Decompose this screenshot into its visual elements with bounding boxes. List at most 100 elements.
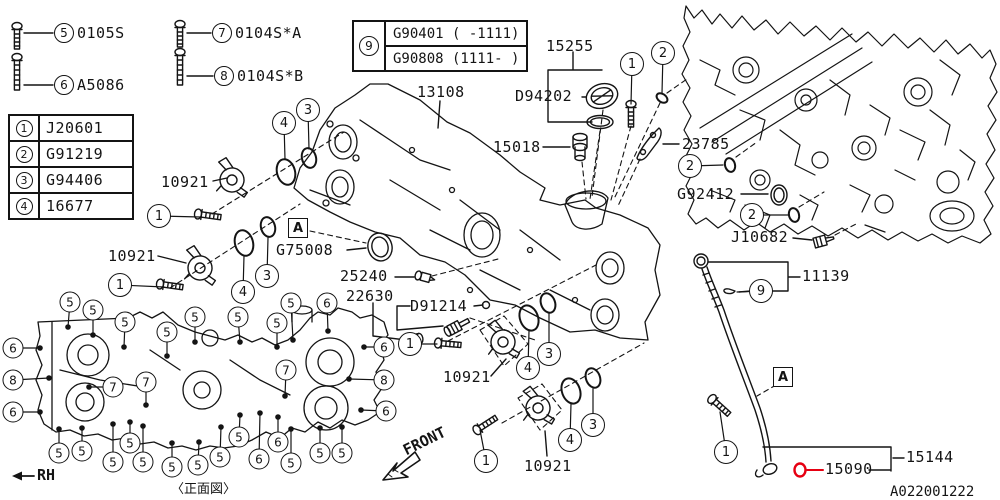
part-label-g92412: G92412 bbox=[677, 185, 735, 203]
front-arrow-icon bbox=[382, 451, 421, 481]
callout-5: 5 bbox=[114, 311, 136, 333]
callout-7: 7 bbox=[102, 376, 124, 398]
callout-5: 5 bbox=[102, 451, 124, 473]
callout-6: 6 bbox=[2, 337, 24, 359]
part-number: G91219 bbox=[46, 145, 104, 163]
part-label-15144: 15144 bbox=[906, 448, 954, 466]
callout-7: 7 bbox=[212, 23, 232, 43]
callout-7: 7 bbox=[135, 371, 157, 393]
part-label-13108: 13108 bbox=[417, 83, 465, 101]
part-label-25240: 25240 bbox=[340, 267, 388, 285]
part-label-0104s*b: 0104S*B bbox=[237, 67, 304, 85]
part-label-15255: 15255 bbox=[546, 37, 594, 55]
callout-6: 6 bbox=[248, 448, 270, 470]
legend-table-row: 2 G91219 bbox=[10, 142, 132, 168]
callout-4: 4 bbox=[272, 111, 296, 135]
callout-2: 2 bbox=[15, 145, 33, 163]
callout-1: 1 bbox=[714, 440, 738, 464]
part-label-g75008: G75008 bbox=[276, 241, 334, 259]
callout-1: 1 bbox=[474, 449, 498, 473]
callout-4: 4 bbox=[15, 197, 33, 215]
callout-5: 5 bbox=[184, 306, 206, 328]
legend-bolt-glyphs bbox=[11, 19, 214, 91]
engine-block-drawing bbox=[681, 5, 998, 244]
callout-5: 5 bbox=[48, 442, 70, 464]
legend-table: 1 J20601 2 G91219 3 G94406 4 16677 bbox=[8, 114, 134, 220]
part-label-10921: 10921 bbox=[161, 173, 209, 191]
part-label-11139: 11139 bbox=[802, 267, 850, 285]
highlighted-oring-15090 bbox=[793, 462, 824, 478]
detail-marker-a: A bbox=[773, 367, 793, 387]
callout-5: 5 bbox=[280, 452, 302, 474]
part-label-15018: 15018 bbox=[493, 138, 541, 156]
rh-label: RH bbox=[37, 466, 56, 484]
callout-3: 3 bbox=[255, 264, 279, 288]
callout-4: 4 bbox=[558, 428, 582, 452]
callout-6: 6 bbox=[267, 431, 289, 453]
legend-table-row: 3 G94406 bbox=[10, 168, 132, 194]
callout-5: 5 bbox=[266, 312, 288, 334]
part-label-10921: 10921 bbox=[108, 247, 156, 265]
part-label-22630: 22630 bbox=[346, 287, 394, 305]
label-leader-lines bbox=[157, 51, 905, 472]
part-number: G94406 bbox=[46, 171, 104, 189]
callout-5: 5 bbox=[228, 426, 250, 448]
callout-1: 1 bbox=[398, 332, 422, 356]
part-label-d91214: D91214 bbox=[410, 297, 468, 315]
part-label-0105s: 0105S bbox=[77, 24, 125, 42]
callout-9: 9 bbox=[749, 279, 773, 303]
callout-2: 2 bbox=[740, 203, 764, 227]
rh-arrow bbox=[12, 471, 35, 481]
variant-part-number: G90401 ( -1111) bbox=[386, 22, 527, 47]
callout-5: 5 bbox=[209, 446, 231, 468]
callout-6: 6 bbox=[373, 336, 395, 358]
variant-box: 9 G90401 ( -1111) G90808 (1111- ) bbox=[352, 20, 529, 72]
callout-3: 3 bbox=[537, 342, 561, 366]
callout-6: 6 bbox=[2, 401, 24, 423]
drawing-number: A022001222 bbox=[890, 484, 975, 500]
callout-5: 5 bbox=[161, 456, 183, 478]
callout-6: 6 bbox=[375, 400, 397, 422]
part-label-a5086: A5086 bbox=[77, 76, 125, 94]
callout-5: 5 bbox=[331, 442, 353, 464]
callout-5: 5 bbox=[132, 451, 154, 473]
dipstick-drawing bbox=[693, 253, 778, 478]
callout-3: 3 bbox=[15, 171, 33, 189]
part-label-10921: 10921 bbox=[524, 457, 572, 475]
callout-5: 5 bbox=[156, 321, 178, 343]
legend-table-row: 1 J20601 bbox=[10, 116, 132, 142]
callout-4: 4 bbox=[516, 356, 540, 380]
front-view-drawing bbox=[35, 305, 389, 451]
part-label-0104s*a: 0104S*A bbox=[235, 24, 302, 42]
callout-1: 1 bbox=[620, 52, 644, 76]
part-label-d94202: D94202 bbox=[515, 87, 573, 105]
callout-5: 5 bbox=[227, 306, 249, 328]
callout-8: 8 bbox=[2, 369, 24, 391]
callout-1: 1 bbox=[147, 204, 171, 228]
callout-5: 5 bbox=[119, 432, 141, 454]
part-number: J20601 bbox=[46, 119, 104, 137]
callout-9: 9 bbox=[359, 36, 379, 56]
callout-7: 7 bbox=[275, 359, 297, 381]
part-label-23785: 23785 bbox=[682, 135, 730, 153]
timing-cover-drawing bbox=[293, 83, 661, 341]
callout-3: 3 bbox=[296, 98, 320, 122]
part-label-10921: 10921 bbox=[443, 368, 491, 386]
callout-5: 5 bbox=[187, 454, 209, 476]
variant-part-number: G90808 (1111- ) bbox=[393, 50, 520, 67]
callout-1: 1 bbox=[108, 273, 132, 297]
detail-marker-a: A bbox=[288, 218, 308, 238]
part-label-j10682: J10682 bbox=[731, 228, 789, 246]
part-label-15090: 15090 bbox=[825, 460, 873, 478]
callout-5: 5 bbox=[59, 291, 81, 313]
small-parts-drawings bbox=[155, 82, 835, 437]
callout-1: 1 bbox=[15, 119, 33, 137]
part-number: 16677 bbox=[46, 197, 94, 215]
callout-8: 8 bbox=[214, 66, 234, 86]
assembly-axis-lines bbox=[169, 78, 857, 431]
callout-4: 4 bbox=[231, 280, 255, 304]
callout-5: 5 bbox=[82, 299, 104, 321]
front-view-caption: 〈正面図〉 bbox=[171, 482, 237, 497]
